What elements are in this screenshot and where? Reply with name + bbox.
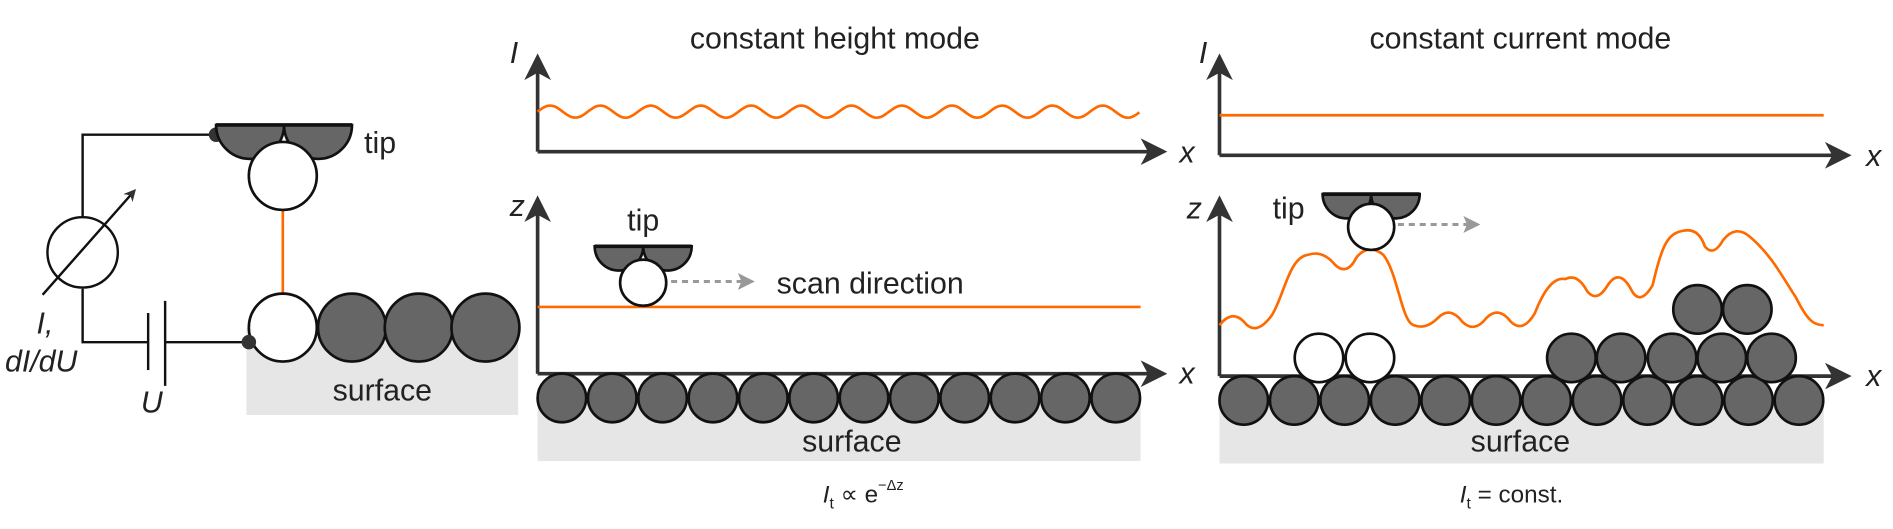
formula: It ∝ e−Δz <box>823 478 904 512</box>
island-atom <box>1745 332 1798 384</box>
surface-atoms <box>536 372 1142 424</box>
derivative-label: dI/dU <box>5 345 79 378</box>
ammeter-icon <box>46 215 120 289</box>
contact-dot <box>241 334 257 350</box>
island-atom <box>1721 283 1773 335</box>
current-axis-label: I <box>1199 37 1208 70</box>
island-atom <box>1545 332 1597 384</box>
surface-atom <box>1268 374 1320 426</box>
adatom <box>1344 332 1396 384</box>
surface-atom <box>1520 374 1573 426</box>
panel-title: constant height mode <box>690 23 980 56</box>
surface-label: surface <box>333 374 432 407</box>
tip-apex-atom <box>247 140 319 212</box>
tip-label: tip <box>627 205 659 238</box>
current-signal-wave <box>536 104 1141 120</box>
surface-block <box>537 397 1141 462</box>
tip-label: tip <box>1273 192 1305 225</box>
surface-atom <box>1571 374 1623 426</box>
panel-title: constant current mode <box>1370 23 1672 56</box>
x-axis-bottom-label: x <box>1864 360 1883 393</box>
x-axis-top-label: x <box>1864 140 1883 173</box>
tip-apex-atom <box>618 258 668 308</box>
surface-atom <box>1722 374 1775 426</box>
scan-direction-label: scan direction <box>777 268 964 301</box>
surface-atom <box>888 372 940 424</box>
circuit-panel: tip surface I, dI/dU U <box>5 123 521 420</box>
surface-atom <box>636 372 689 424</box>
island-atom <box>1646 332 1698 384</box>
surface-atom <box>989 372 1041 424</box>
surface-block <box>1219 400 1824 464</box>
tip-height-profile <box>1218 228 1824 330</box>
tip-label: tip <box>364 127 396 160</box>
surface-probe-atom <box>247 292 319 363</box>
surface-atom <box>939 372 991 424</box>
surface-atom <box>536 372 588 424</box>
z-axis-label: z <box>509 190 525 223</box>
island-atom <box>1696 332 1748 384</box>
surface-atom <box>737 372 789 424</box>
current-axis-label: I <box>510 37 519 70</box>
surface-atom <box>1319 374 1371 426</box>
surface-atom <box>1773 374 1825 426</box>
surface-atom <box>1039 372 1092 424</box>
tip-apex-atom <box>1346 202 1396 252</box>
z-axis-label: z <box>1186 192 1202 225</box>
surface-atom <box>838 372 890 424</box>
x-axis-bottom-label: x <box>1177 357 1196 390</box>
surface-atom <box>1672 374 1724 426</box>
island-atom <box>1671 283 1724 335</box>
surface-atom <box>450 292 521 363</box>
surface-atom <box>383 292 455 363</box>
surface-atom <box>316 292 388 363</box>
adatom <box>1293 332 1345 384</box>
surface-atom <box>1090 372 1142 424</box>
island-atom <box>1595 332 1647 384</box>
formula: It = const. <box>1460 481 1563 512</box>
surface-atom <box>1420 374 1472 426</box>
surface-atom <box>586 372 638 424</box>
surface-atom <box>1218 374 1270 426</box>
variable-arrow-icon <box>41 188 136 296</box>
surface-label: surface <box>802 425 901 458</box>
surface-atom <box>687 372 739 424</box>
voltage-label: U <box>141 387 164 420</box>
surface-label: surface <box>1471 425 1570 458</box>
wire-top <box>81 133 217 216</box>
surface-atoms <box>1218 374 1825 426</box>
x-axis-top-label: x <box>1177 137 1196 170</box>
wire-bottom <box>81 288 249 344</box>
constant-current-panel: constant current mode I x z x surface ti… <box>1186 23 1883 513</box>
surface-atom <box>1470 374 1522 426</box>
surface-atom <box>1369 374 1421 426</box>
current-label: I, <box>37 308 54 341</box>
surface-atom <box>788 372 840 424</box>
atom-island <box>1545 283 1798 384</box>
surface-atom <box>1621 374 1674 426</box>
constant-height-panel: constant height mode I x z x surface tip… <box>509 23 1197 513</box>
